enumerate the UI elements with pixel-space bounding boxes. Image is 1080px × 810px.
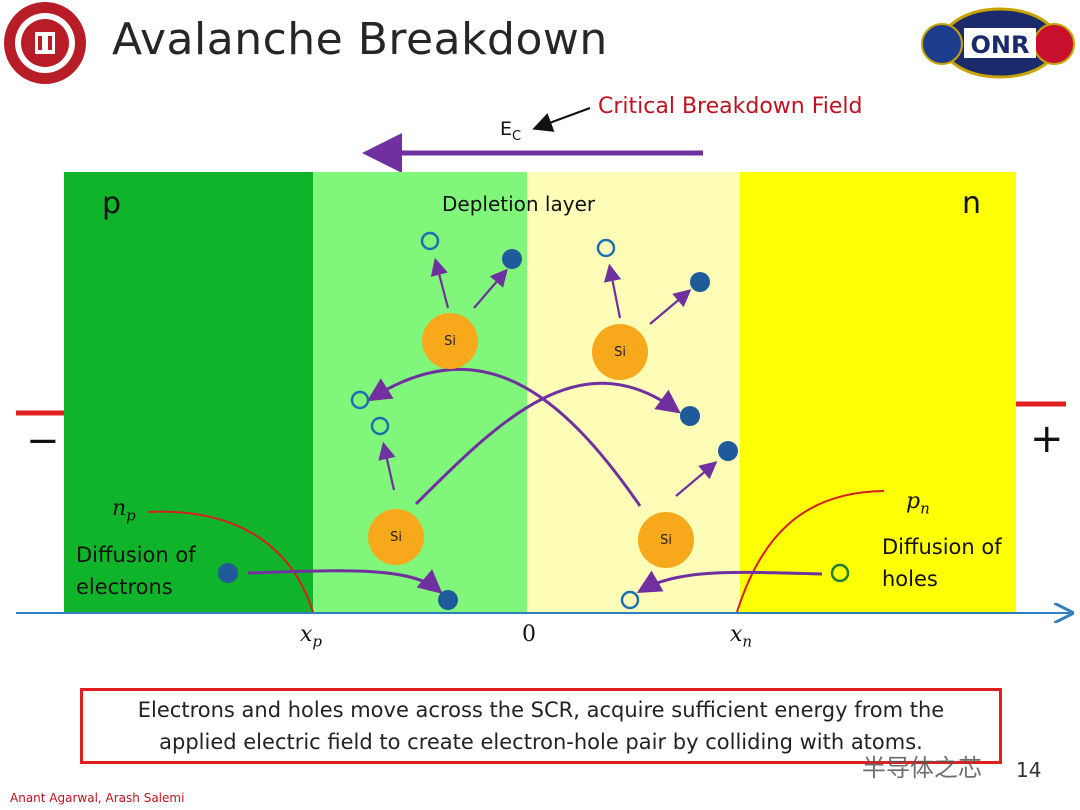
pn-curve: [736, 490, 885, 613]
electron-diffusion-label: Diffusion of electrons: [76, 539, 196, 603]
callout-pointer: [532, 107, 591, 132]
minus-sign: −: [26, 418, 60, 464]
si-atom: Si: [422, 313, 478, 369]
slide-title: Avalanche Breakdown: [112, 14, 608, 65]
gen-arrow: [649, 289, 692, 325]
p-region-label: p: [102, 186, 122, 221]
hole: [830, 563, 850, 583]
hole: [370, 416, 390, 436]
gen-arrow: [603, 263, 622, 319]
depletion-layer-label: Depletion layer: [442, 192, 596, 216]
critical-field-callout: Critical Breakdown Field: [598, 94, 863, 119]
si-atom: Si: [368, 509, 424, 565]
pn-label: pn: [906, 489, 930, 517]
gen-arrow: [675, 461, 718, 497]
hole-trajectory: [366, 367, 642, 507]
electron: [680, 406, 700, 426]
electron-diffusion-arrow: [247, 569, 443, 594]
hole: [350, 390, 370, 410]
field-label-sub: C: [512, 128, 522, 144]
xp-tick-label: xp: [300, 622, 322, 650]
field-label: EC: [500, 118, 521, 144]
electron: [218, 563, 238, 583]
page-number: 14: [1016, 758, 1042, 782]
onr-logo-text: ONR: [971, 31, 1030, 59]
electron: [690, 272, 710, 292]
gen-arrow: [473, 268, 508, 309]
watermark: 半导体之芯: [862, 754, 982, 782]
hole-diffusion-line1: Diffusion of: [882, 535, 1002, 559]
field-label-main: E: [500, 118, 513, 140]
onr-logo: ONR: [921, 7, 1075, 79]
hole-diffusion-line2: holes: [882, 567, 938, 591]
si-atom: Si: [592, 324, 648, 380]
pn-label-sub: n: [920, 499, 930, 518]
electron: [718, 441, 738, 461]
hole: [420, 231, 440, 251]
hole: [620, 590, 640, 610]
hole-diffusion-label: Diffusion of holes: [882, 531, 1002, 595]
electron: [502, 249, 522, 269]
university-seal-logo: [4, 2, 86, 84]
gen-arrow: [430, 257, 450, 309]
xp-tick-sub: p: [312, 632, 323, 651]
n-region: [740, 172, 1016, 613]
electron: [438, 590, 458, 610]
electron-diffusion-line1: Diffusion of: [76, 543, 196, 567]
np-label-sub: p: [126, 506, 136, 525]
xp-tick-main: x: [300, 622, 313, 647]
n-region-label: n: [962, 186, 982, 221]
pn-label-main: p: [906, 489, 921, 514]
xn-tick-label: xn: [730, 622, 752, 650]
np-curve: [147, 510, 314, 613]
np-label: np: [112, 496, 136, 524]
zero-tick-label: 0: [522, 622, 536, 647]
p-region: [64, 172, 313, 613]
gen-arrow: [378, 441, 396, 491]
author-credit: Anant Agarwal, Arash Salemi: [10, 791, 185, 805]
depletion-n-side: [527, 172, 740, 613]
electron-diffusion-line2: electrons: [76, 575, 173, 599]
xn-tick-main: x: [730, 622, 743, 647]
np-label-main: n: [112, 496, 127, 521]
caption-text: Electrons and holes move across the SCR,…: [137, 698, 945, 754]
si-atom: Si: [638, 512, 694, 568]
hole: [596, 238, 616, 258]
hole-diffusion-arrow: [636, 570, 823, 594]
xn-tick-sub: n: [742, 632, 753, 651]
electron-trajectory: [414, 381, 681, 506]
plus-sign: +: [1030, 416, 1064, 462]
caption-box: Electrons and holes move across the SCR,…: [80, 688, 1002, 764]
